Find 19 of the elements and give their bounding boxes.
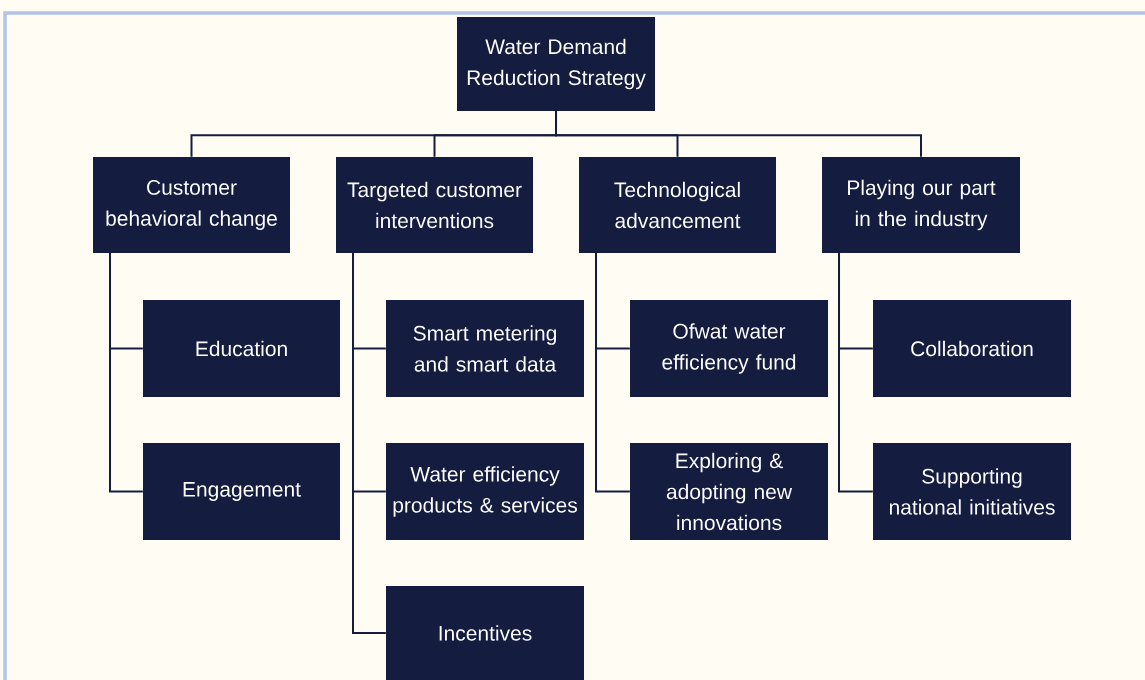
org-box: Supporting national initiatives [873,443,1071,540]
connector-line [555,110,922,158]
org-box: Ofwat water efficiency fund [630,300,828,397]
org-box: Targeted customer interventions [336,157,533,253]
connector-line [109,252,144,493]
org-box: Smart metering and smart data [386,300,584,397]
connector-line [595,252,631,493]
org-box: Exploring & adopting new innovations [630,443,828,540]
org-box: Collaboration [873,300,1071,397]
org-box: Playing our part in the industry [822,157,1020,253]
org-box: Water efficiency products & services [386,443,584,540]
connector-line [352,252,387,634]
org-box: Technological advancement [579,157,776,253]
org-box: Water Demand Reduction Strategy [457,17,655,111]
connector-line [838,252,874,493]
org-box: Engagement [143,443,340,540]
org-box: Customer behavioral change [93,157,290,253]
org-box: Incentives [386,586,584,680]
org-box: Education [143,300,340,397]
